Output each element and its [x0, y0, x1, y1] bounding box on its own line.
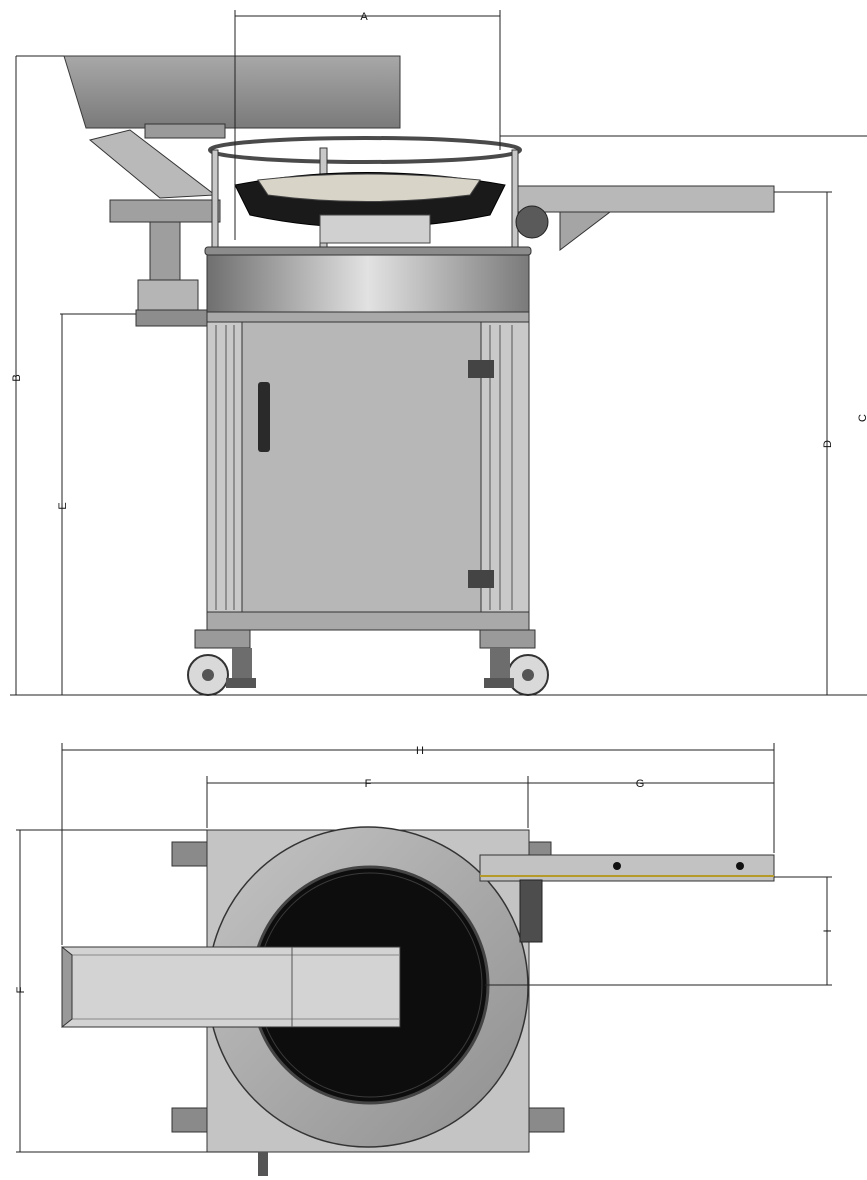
support-plate — [109, 199, 221, 223]
linear-track-top — [479, 854, 775, 882]
drum-housing — [206, 249, 530, 313]
frame-right — [480, 321, 530, 613]
support-column — [149, 221, 181, 283]
hopper-top — [61, 946, 401, 1028]
linear-track — [517, 185, 775, 213]
track-hole — [736, 862, 744, 870]
track-motor — [515, 205, 549, 239]
dimension-label-e: E — [57, 502, 69, 509]
leveling-foot-icon — [226, 648, 256, 688]
base-plate — [206, 611, 530, 631]
door-handle-icon — [258, 382, 270, 452]
dimension-label-f-width: F — [365, 778, 372, 790]
guard-post — [511, 149, 519, 251]
track-motor-top — [519, 879, 543, 943]
bottom-tab — [258, 1152, 268, 1176]
door-hinge-icon — [468, 570, 494, 588]
bowl-inner — [257, 173, 481, 202]
caster-wheel-icon — [187, 629, 251, 696]
drum-top-rim — [204, 246, 532, 256]
leveler-knob — [528, 1107, 565, 1133]
dimension-label-a: A — [360, 11, 368, 23]
door-hinge-icon — [468, 360, 494, 378]
top-ring — [208, 136, 522, 164]
hopper-bracket — [144, 123, 226, 139]
column-foot-plate — [135, 309, 209, 327]
top-view: H F G F I — [15, 743, 834, 1176]
dimension-label-d: D — [822, 440, 834, 448]
leveler-knob — [171, 841, 208, 867]
hopper — [63, 55, 401, 129]
feed-chute — [88, 129, 217, 199]
cabinet-door — [241, 321, 482, 613]
leveler-knob — [171, 1107, 208, 1133]
leveling-foot-icon — [484, 648, 514, 688]
caster-wheel-icon — [479, 629, 549, 696]
guard-post — [211, 149, 219, 251]
frame-left — [206, 321, 243, 613]
dimension-label-i: I — [822, 929, 834, 932]
bowl-hub — [319, 214, 431, 244]
dimension-label-g: G — [636, 778, 645, 790]
dimension-label-c: C — [857, 414, 867, 422]
dimension-label-f-height: F — [15, 986, 27, 993]
column-base — [137, 279, 199, 311]
dimension-label-h: H — [416, 745, 424, 757]
side-view: A B C D E — [10, 10, 867, 696]
track-support — [559, 211, 612, 252]
track-hole — [613, 862, 621, 870]
dimension-label-b: B — [11, 374, 23, 381]
table-top — [206, 311, 530, 323]
